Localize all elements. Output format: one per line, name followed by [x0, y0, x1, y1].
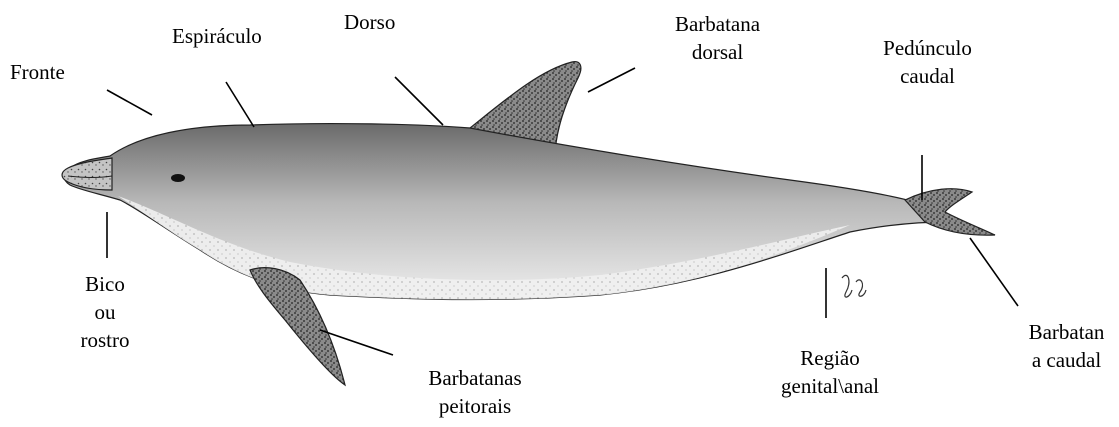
label-fronte: Fronte: [10, 58, 65, 86]
label-bico-line3: rostro: [55, 326, 155, 354]
label-peitorais-line2: peitorais: [410, 392, 540, 420]
label-pedunculo-line2: caudal: [870, 62, 985, 90]
line-fronte: [107, 90, 152, 115]
label-bico-rostro: Bico ou rostro: [55, 270, 155, 354]
label-barbatana-caudal: Barbatan a caudal: [1014, 318, 1119, 374]
eye: [171, 174, 185, 182]
label-espiraculo: Espiráculo: [172, 22, 262, 50]
label-bico-line2: ou: [55, 298, 155, 326]
label-barbatana-dorsal: Barbatana dorsal: [660, 10, 775, 66]
label-caudal-line2: a caudal: [1014, 346, 1119, 374]
dolphin-body: [64, 124, 948, 300]
label-barbatanas-peitorais: Barbatanas peitorais: [410, 364, 540, 420]
label-genital-line2: genital\anal: [766, 372, 894, 400]
label-pedunculo-line1: Pedúnculo: [870, 34, 985, 62]
label-dorso: Dorso: [344, 8, 395, 36]
label-caudal-line1: Barbatan: [1014, 318, 1119, 346]
label-barbatana-dorsal-line2: dorsal: [660, 38, 775, 66]
line-caudal: [970, 238, 1018, 306]
label-pedunculo-caudal: Pedúnculo caudal: [870, 34, 985, 90]
label-regiao-genital: Região genital\anal: [766, 344, 894, 400]
label-genital-line1: Região: [766, 344, 894, 372]
artist-signature: [842, 275, 866, 297]
tail-fluke: [905, 189, 995, 235]
line-barbatana-dorsal: [588, 68, 635, 92]
line-dorso: [395, 77, 443, 125]
label-peitorais-line1: Barbatanas: [410, 364, 540, 392]
label-barbatana-dorsal-line1: Barbatana: [660, 10, 775, 38]
label-bico-line1: Bico: [55, 270, 155, 298]
line-espiraculo: [226, 82, 254, 127]
